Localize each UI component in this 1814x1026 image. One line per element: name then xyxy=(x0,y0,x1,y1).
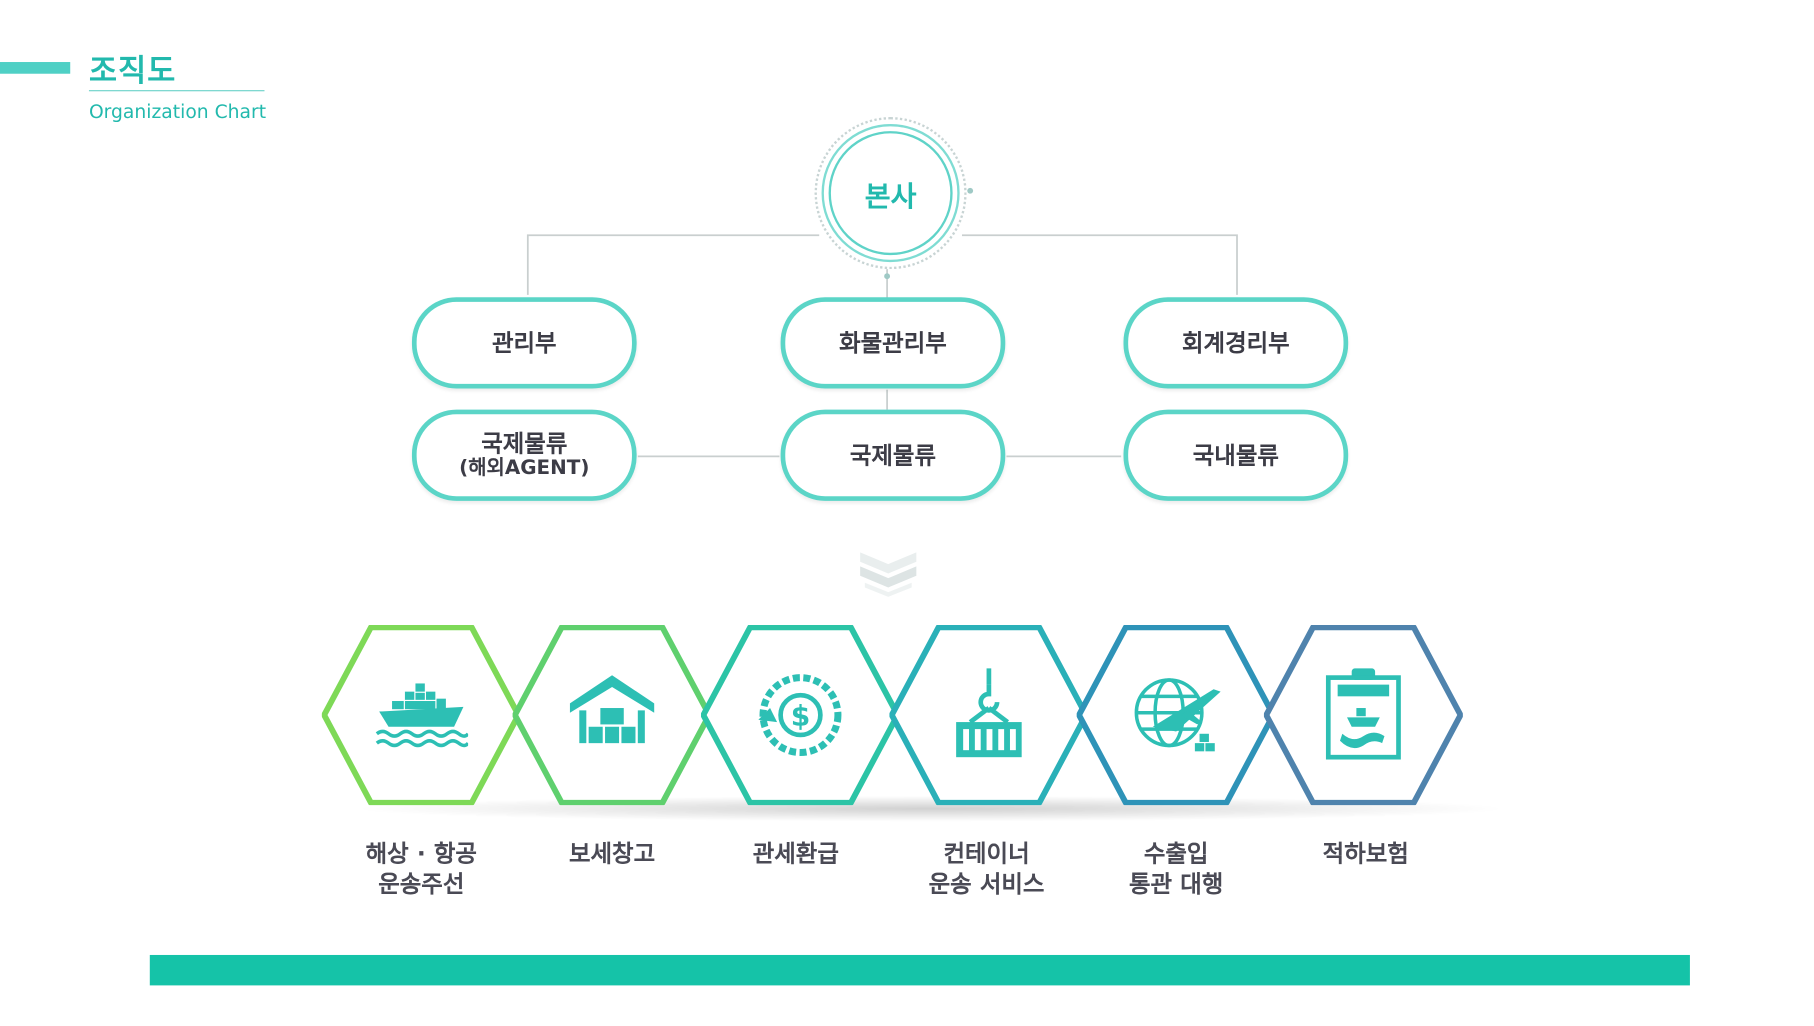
hq-inner-ring xyxy=(828,131,953,256)
service-label-line1: 관세환급 xyxy=(752,839,839,868)
service-label-line2: 통관 대행 xyxy=(1128,869,1224,898)
dept-accounting: 회계경리부 xyxy=(1123,297,1349,389)
headquarters-node: 본사 xyxy=(814,117,967,270)
dept-label: 회계경리부 xyxy=(1182,328,1290,357)
service-label-line2: 운송주선 xyxy=(378,869,465,898)
dept-intl-logistics: 국제물류 xyxy=(780,409,1006,501)
connector-lines xyxy=(526,187,1238,458)
service-label: 보세창고 xyxy=(518,838,705,868)
header-accent-bar xyxy=(0,62,71,74)
dept-label: 국제물류 xyxy=(849,440,937,469)
dept-domestic-logistics: 국내물류 xyxy=(1123,409,1349,501)
hex-cargo-insurance xyxy=(1263,624,1463,806)
dept-label: 국내물류 xyxy=(1192,440,1279,469)
insurance-clipboard-icon xyxy=(1325,668,1401,760)
hq-outer-ring xyxy=(814,117,967,270)
service-label-line1: 적하보험 xyxy=(1322,839,1409,868)
footer-bar xyxy=(149,954,1690,986)
svg-text:$: $ xyxy=(791,700,811,733)
service-label: 수출입 통관 대행 xyxy=(1083,838,1270,899)
cargo-ship-icon xyxy=(375,683,469,748)
hex-customs-refund: $ xyxy=(701,624,900,806)
service-label: 컨테이너 운송 서비스 xyxy=(893,838,1080,899)
dept-cargo-management: 화물관리부 xyxy=(780,297,1006,389)
page-title: 조직도 xyxy=(88,53,177,89)
service-label: 관세환급 xyxy=(702,838,889,868)
dept-label: 화물관리부 xyxy=(839,328,947,357)
dept-intl-logistics-agent: 국제물류 (해외AGENT) xyxy=(411,409,637,501)
dept-management: 관리부 xyxy=(411,297,637,389)
service-label: 적하보험 xyxy=(1272,838,1459,868)
hex-container-transport xyxy=(889,624,1089,806)
hexagon-shape xyxy=(889,624,1089,806)
dept-label: 관리부 xyxy=(491,328,557,357)
hq-label: 본사 xyxy=(864,179,917,213)
hexagon-shape xyxy=(701,624,900,806)
hex-customs-clearance xyxy=(1076,624,1276,806)
service-label-line1: 해상 · 항공 xyxy=(365,839,477,868)
warehouse-icon xyxy=(569,675,655,744)
service-label-line2: 운송 서비스 xyxy=(928,869,1045,898)
service-label-line1: 보세창고 xyxy=(568,839,656,868)
service-label-line1: 컨테이너 xyxy=(943,839,1030,868)
container-crane-icon xyxy=(956,668,1022,758)
chevron-down-icon xyxy=(860,552,917,597)
dollar-refund-icon: $ xyxy=(758,674,842,757)
page-subtitle: Organization Chart xyxy=(88,100,267,123)
service-label: 해상 · 항공 운송주선 xyxy=(328,838,515,899)
globe-airplane-icon xyxy=(1134,678,1221,752)
title-divider xyxy=(88,90,265,92)
hq-middle-ring xyxy=(821,124,960,263)
hex-bonded-warehouse xyxy=(512,624,712,806)
dept-label: 국제물류 xyxy=(481,429,568,458)
hex-sea-air-forwarding xyxy=(321,624,521,806)
service-label-line1: 수출입 xyxy=(1143,839,1209,868)
dept-sublabel: (해외AGENT) xyxy=(459,456,590,480)
